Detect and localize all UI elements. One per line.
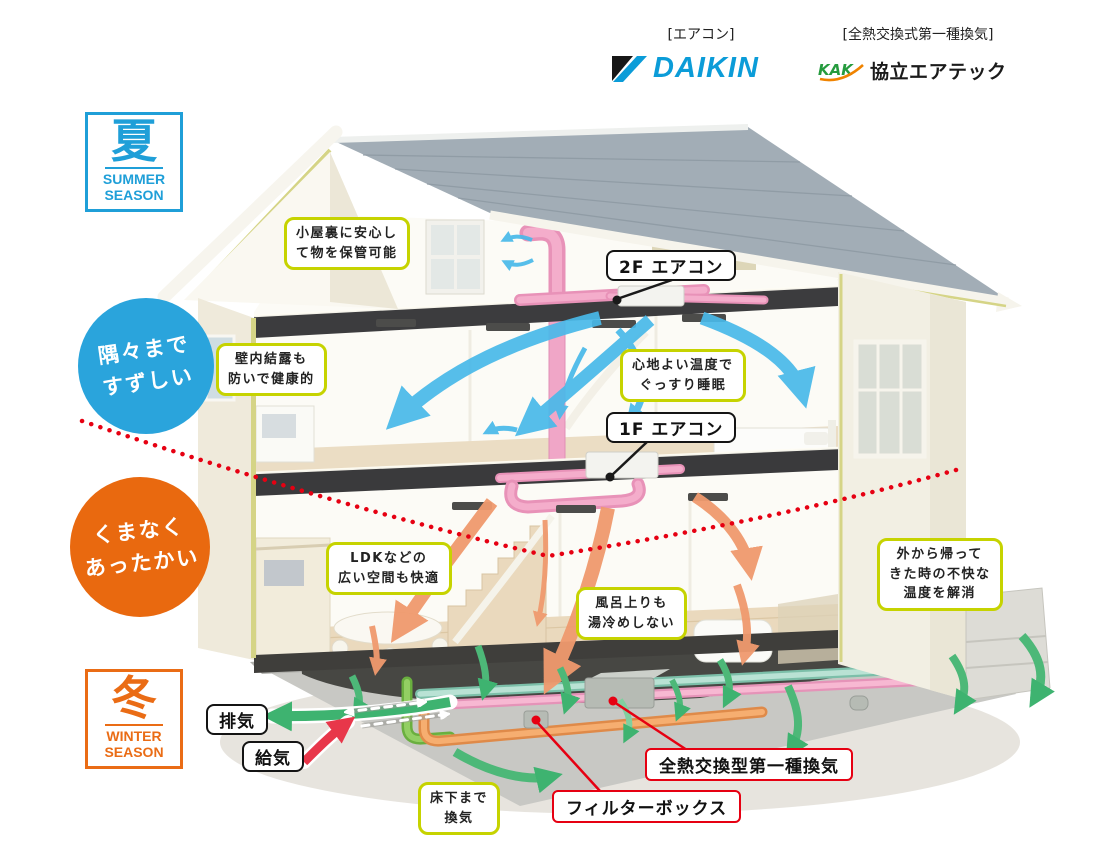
callout-entrance-comfort: 外から帰ってきた時の不快な温度を解消 xyxy=(877,538,1003,611)
filter-pointer-dot xyxy=(531,715,541,725)
stair-railing-1f xyxy=(452,513,555,645)
kitchen-cabinets xyxy=(255,537,331,657)
attic-window xyxy=(425,219,485,295)
entrance-floor xyxy=(778,594,838,664)
kak-logo: KAK 協立エアテック xyxy=(816,56,1007,84)
summer-kanji: 夏 xyxy=(111,114,157,168)
label-exhaust: 排気 xyxy=(206,704,268,735)
2f-slab-highlight xyxy=(253,446,839,475)
ac-1f-pointer-dot xyxy=(605,472,615,482)
winter-benefit-circle: くまなくあったかい xyxy=(70,477,210,617)
heat-exchange-unit xyxy=(584,669,670,709)
callout-comfortable-sleep: 心地よい温度でぐっすり睡眠 xyxy=(620,349,746,402)
duct-stub xyxy=(849,695,869,711)
microwave xyxy=(264,560,304,586)
ac-2f-pointer-dot xyxy=(612,295,622,305)
summer-benefit-circle: 隅々まですずしい xyxy=(78,298,214,434)
supply-arrow xyxy=(297,715,356,769)
summer-benefit-text: 隅々まですずしい xyxy=(96,331,196,400)
daikin-wordmark: DAIKIN xyxy=(653,52,759,84)
right-wall-window xyxy=(853,339,927,459)
ventilation-arrows xyxy=(348,632,1055,794)
summer-airflow-arrows xyxy=(385,231,816,437)
roof-ridge xyxy=(331,124,749,143)
heat-exchange-dashed-arrows xyxy=(346,702,448,729)
label-ac-2f: 2F エアコン xyxy=(606,250,737,281)
hex-pointer-dot xyxy=(608,696,618,706)
label-supply: 給気 xyxy=(242,741,304,772)
callout-underfloor-vent: 床下まで換気 xyxy=(418,782,501,835)
callout-wall-condensation: 壁内結露も防いで健康的 xyxy=(216,343,327,396)
underfloor-pipe-orange xyxy=(418,692,768,747)
kak-swoosh xyxy=(819,64,864,82)
daikin-logo: DAIKIN xyxy=(612,52,759,85)
kak-company-name: 協立エアテック xyxy=(870,60,1007,83)
winter-kanji: 冬 xyxy=(111,671,157,725)
roof-eave-fascia xyxy=(489,210,1009,307)
stair-railing-2f xyxy=(562,329,649,431)
aircon-category-tag: [エアコン] xyxy=(667,27,735,43)
pointer-lines xyxy=(531,278,691,792)
daikin-logo-mark xyxy=(612,55,647,82)
attic-duct-unit xyxy=(514,284,769,307)
label-filter-box: フィルターボックス xyxy=(552,790,742,823)
cabinet-2f xyxy=(255,405,315,463)
kak-letters: KAK xyxy=(818,61,854,79)
winter-divider-line xyxy=(105,724,163,727)
callout-ldk-comfort: LDKなどの広い空間も快適 xyxy=(326,542,452,595)
summer-divider-line xyxy=(105,167,163,170)
kak-logo-mark: KAK xyxy=(818,61,864,82)
label-heat-exchange-unit: 全熱交換型第一種換気 xyxy=(645,748,853,781)
gable-fascia xyxy=(157,125,343,304)
label-ac-1f: 1F エアコン xyxy=(606,412,737,443)
ventilation-category-tag: [全熱交換式第一種換気] xyxy=(842,27,994,43)
winter-benefit-text: くまなくあったかい xyxy=(83,513,201,580)
eave-overhang xyxy=(996,292,1022,312)
season-divider-dotted-line xyxy=(79,418,966,559)
callout-bath-warm: 風呂上りも湯冷めしない xyxy=(576,587,688,640)
callout-attic-storage: 小屋裏に安心して物を保管可能 xyxy=(284,217,410,270)
underfloor-pipe-pink xyxy=(413,674,967,711)
